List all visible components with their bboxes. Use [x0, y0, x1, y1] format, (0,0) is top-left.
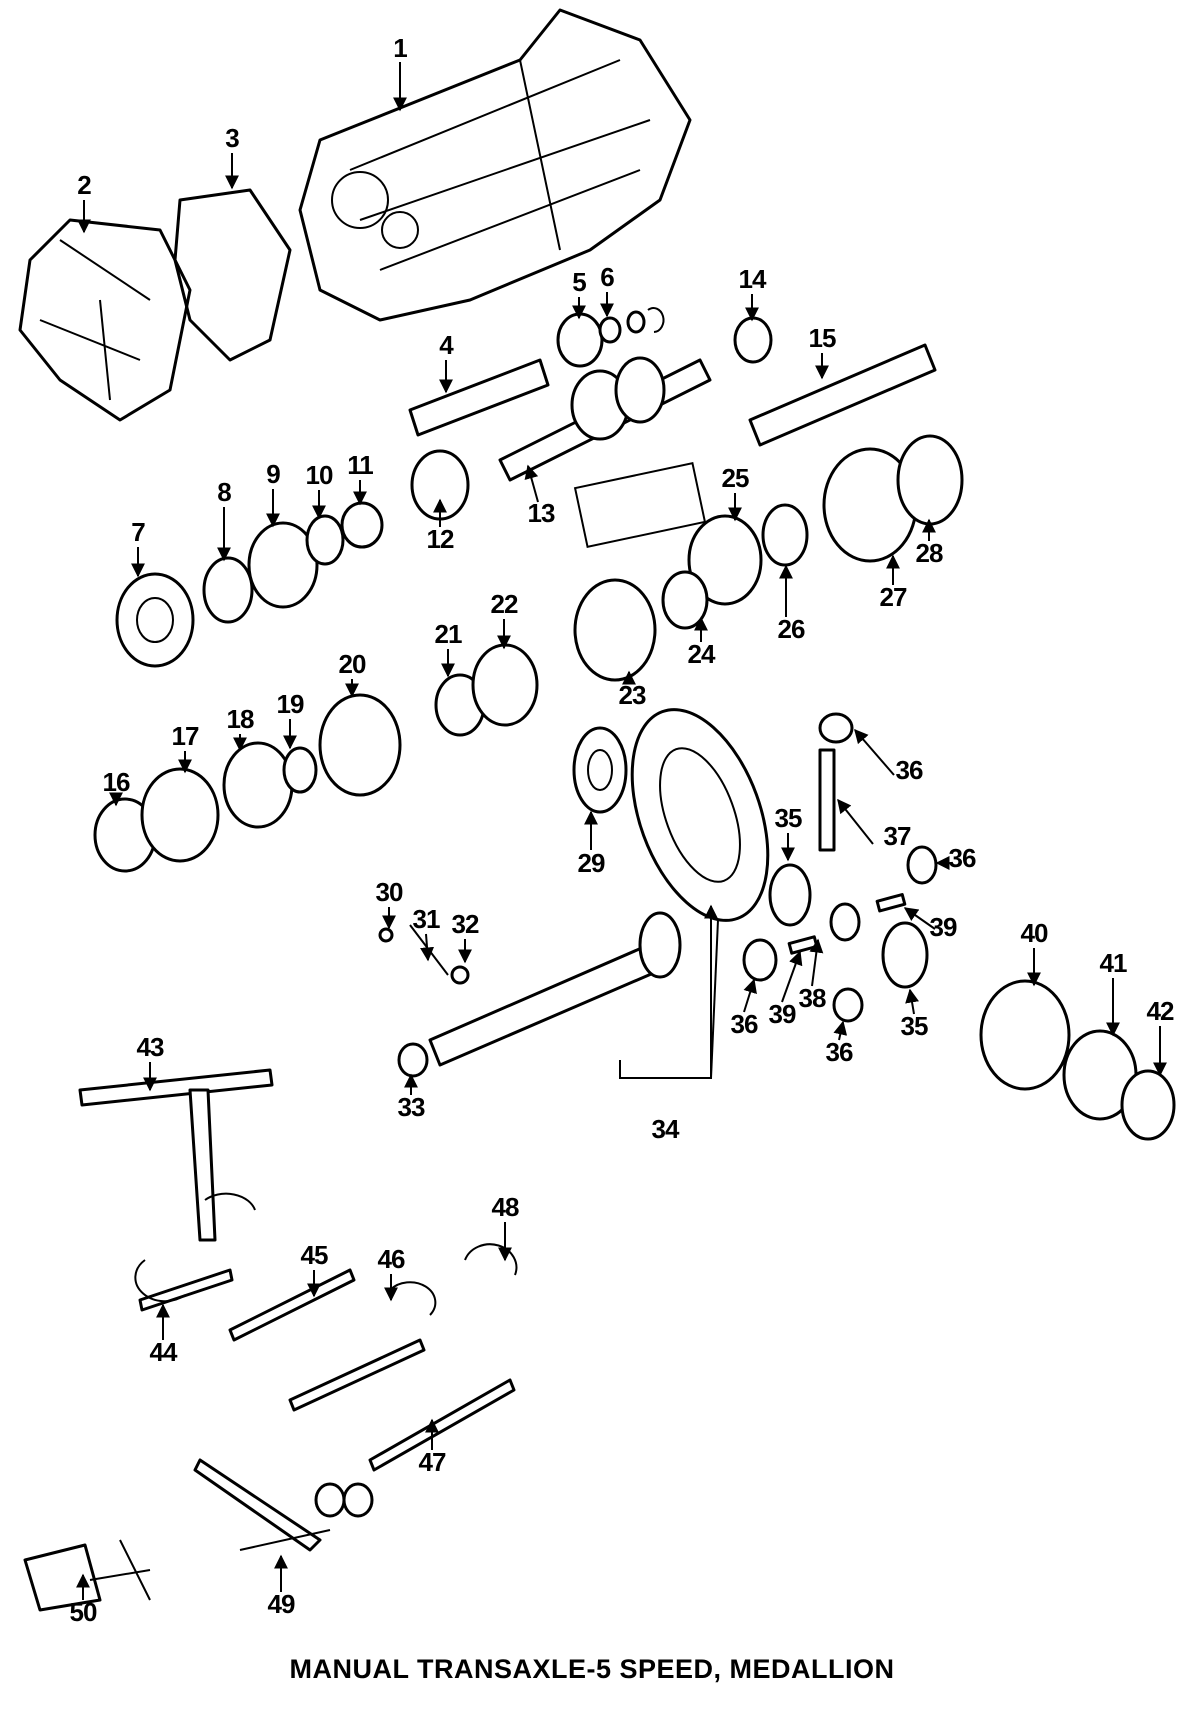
part-2-clutch-housing — [18, 218, 192, 422]
callout-2: 2 — [77, 170, 91, 200]
callout-43: 43 — [137, 1032, 164, 1062]
callout-22: 22 — [491, 589, 518, 619]
callout-36-left: 36 — [731, 1009, 758, 1039]
part-40-42-diff-case — [979, 979, 1176, 1141]
part-45-46-rails — [228, 1268, 437, 1412]
callout-34: 34 — [652, 1114, 680, 1144]
callout-33: 33 — [398, 1092, 425, 1122]
part-33-pinion-shaft — [397, 911, 682, 1078]
diagram-caption: MANUAL TRANSAXLE-5 SPEED, MEDALLION — [289, 1654, 895, 1684]
callout-49: 49 — [268, 1589, 295, 1619]
part-15-output-shaft — [748, 343, 937, 447]
callout-20: 20 — [339, 649, 366, 679]
part-7-12-gear-row — [115, 449, 470, 668]
leader-lines — [76, 62, 1167, 1600]
callout-32: 32 — [452, 909, 479, 939]
part-1-transaxle-case — [298, 8, 692, 322]
part-49-fork — [193, 1458, 374, 1552]
callout-39-left: 39 — [769, 999, 796, 1029]
callout-18: 18 — [227, 704, 254, 734]
callout-11: 11 — [347, 450, 373, 480]
callout-14: 14 — [739, 264, 767, 294]
callout-16: 16 — [103, 767, 130, 797]
callout-19: 19 — [277, 689, 304, 719]
part-14-bearing — [733, 316, 773, 364]
callout-9: 9 — [266, 459, 280, 489]
part-5-6-small-gears — [556, 307, 665, 368]
part-4-shaft — [408, 358, 550, 437]
part-44-fork — [134, 1259, 234, 1312]
callout-36-bottom: 36 — [826, 1037, 853, 1067]
part-13-mainshaft — [498, 356, 712, 482]
callout-35-upper: 35 — [775, 803, 802, 833]
callout-29: 29 — [578, 848, 605, 878]
callout-41: 41 — [1100, 948, 1127, 978]
callout-26: 26 — [778, 614, 805, 644]
callout-36-top: 36 — [896, 755, 923, 785]
callout-17: 17 — [172, 721, 199, 751]
part-29-bearing — [572, 726, 628, 814]
part-34-ring-gear — [630, 708, 770, 922]
part-25-28-gear-row — [573, 434, 964, 606]
callout-7: 7 — [131, 517, 145, 547]
part-16-24-gear-row — [93, 570, 709, 873]
callout-12: 12 — [427, 524, 454, 554]
callout-1: 1 — [393, 33, 407, 63]
callout-25: 25 — [722, 463, 749, 493]
callout-15: 15 — [809, 323, 836, 353]
callout-46: 46 — [378, 1244, 405, 1274]
callout-23: 23 — [619, 680, 646, 710]
callout-27: 27 — [880, 582, 907, 612]
callout-30: 30 — [376, 877, 403, 907]
callout-8: 8 — [217, 477, 231, 507]
part-47-48-rails — [368, 1243, 518, 1472]
callout-5: 5 — [572, 267, 586, 297]
callout-36-right: 36 — [949, 843, 976, 873]
part-3-gasket — [173, 188, 292, 362]
callout-labels: 1 2 3 4 5 6 7 8 9 10 11 12 13 14 15 16 1… — [70, 33, 1175, 1627]
callout-39-right: 39 — [930, 912, 957, 942]
callout-44: 44 — [150, 1337, 178, 1367]
callout-38: 38 — [799, 983, 826, 1013]
callout-37: 37 — [884, 821, 911, 851]
callout-13: 13 — [528, 498, 555, 528]
callout-24: 24 — [688, 639, 716, 669]
part-35-39-differential-gears — [742, 712, 938, 1023]
callout-40: 40 — [1021, 918, 1048, 948]
callout-3: 3 — [225, 123, 239, 153]
callout-10: 10 — [306, 460, 333, 490]
callout-47: 47 — [419, 1447, 446, 1477]
callout-42: 42 — [1147, 996, 1174, 1026]
callout-6: 6 — [600, 262, 614, 292]
callout-50: 50 — [70, 1597, 97, 1627]
callout-28: 28 — [916, 538, 943, 568]
callout-45: 45 — [301, 1240, 328, 1270]
callout-48: 48 — [492, 1192, 519, 1222]
part-43-shift-fork — [78, 1068, 274, 1242]
part-50-selector — [23, 1539, 151, 1612]
callout-31: 31 — [413, 904, 440, 934]
callout-35-lower: 35 — [901, 1011, 928, 1041]
callout-4: 4 — [439, 330, 454, 360]
callout-21: 21 — [435, 619, 462, 649]
